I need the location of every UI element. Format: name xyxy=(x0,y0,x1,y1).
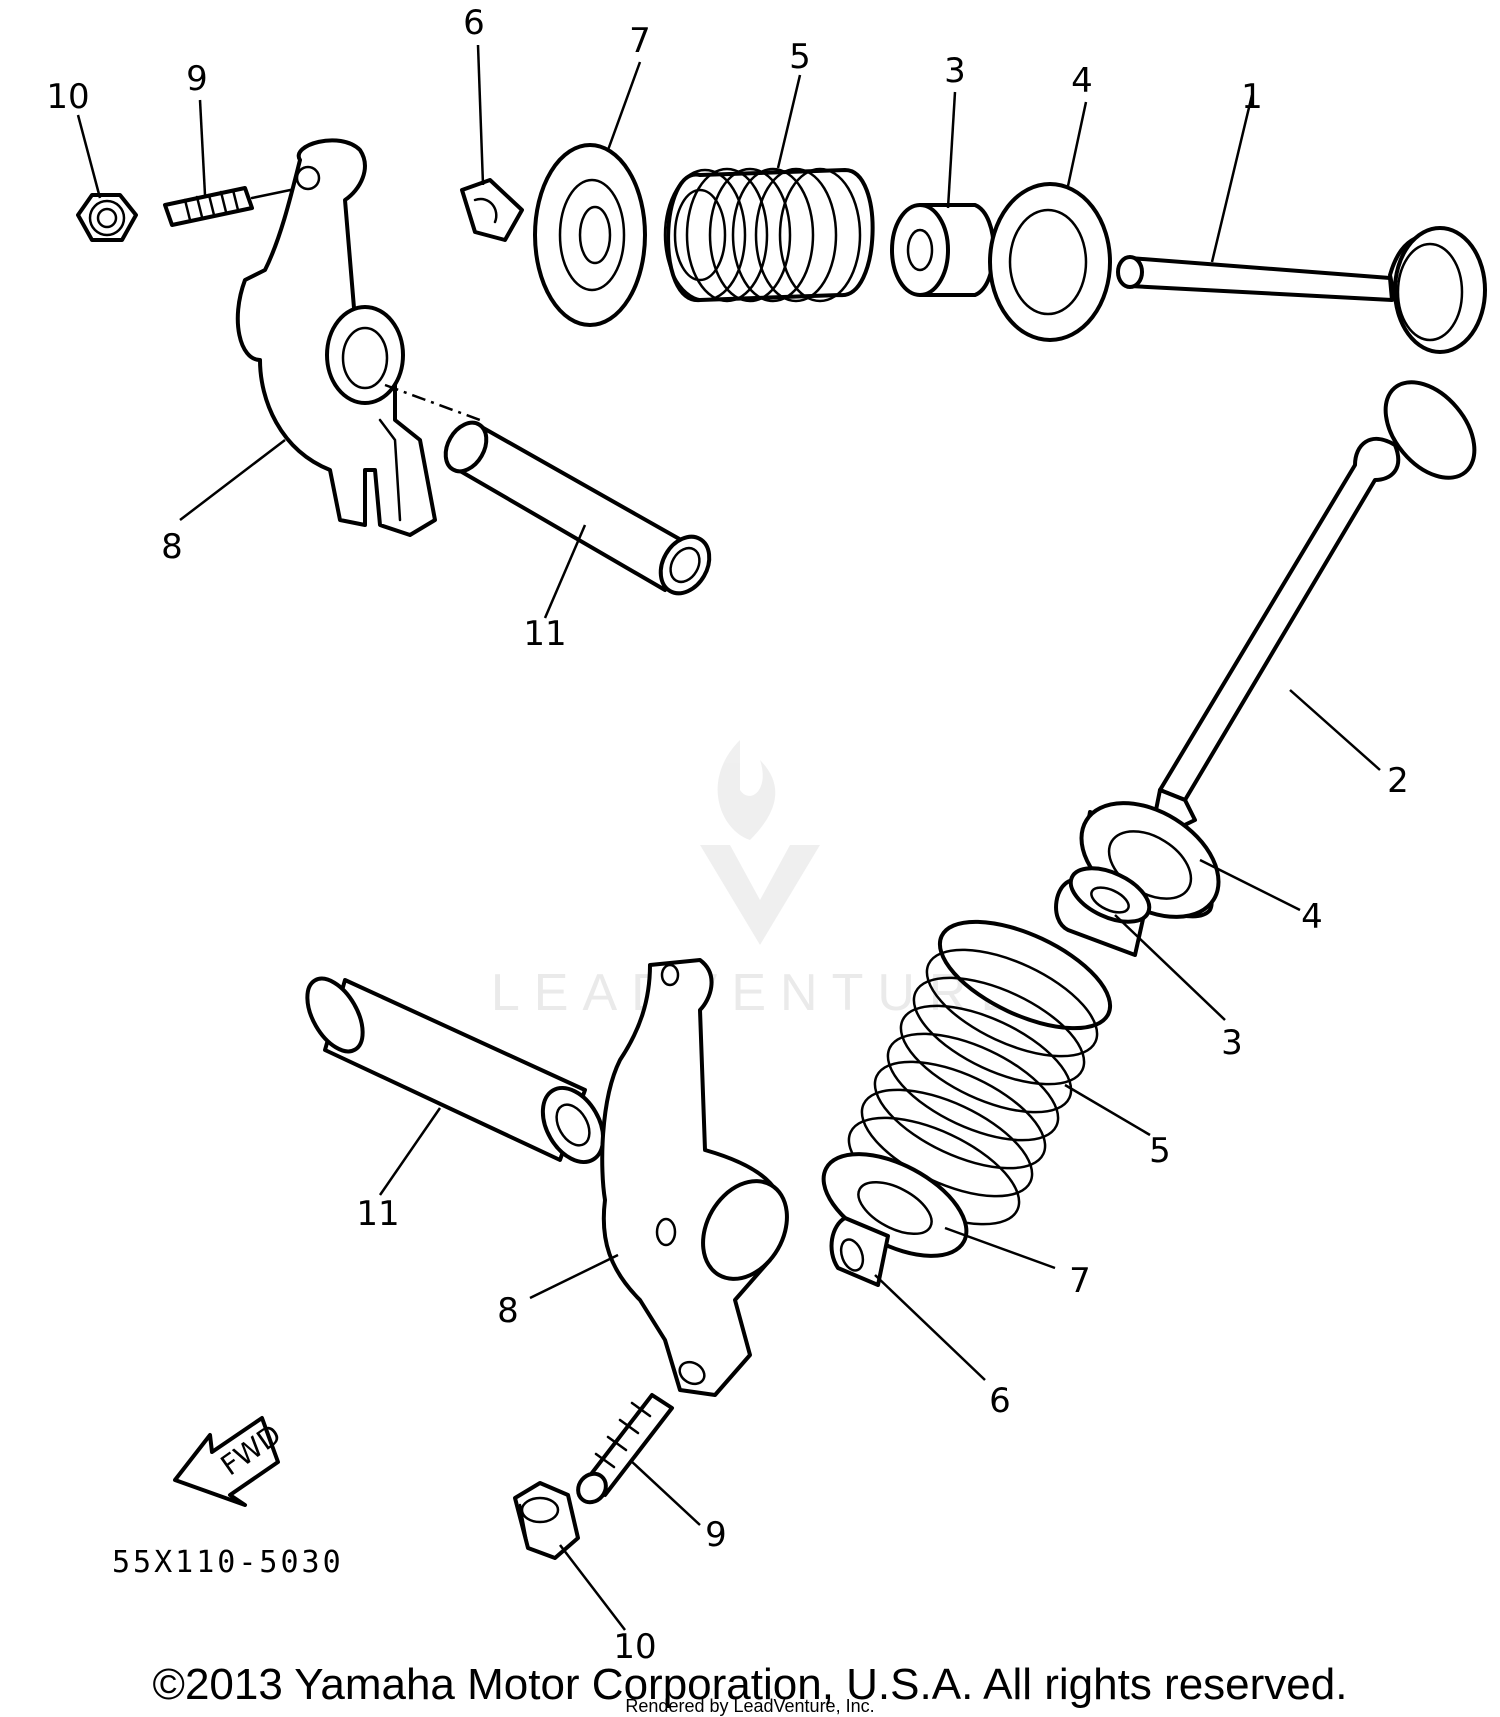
part-8-rocker-arm-top xyxy=(235,138,437,537)
callout-4-lower: 4 xyxy=(1301,897,1323,937)
part-6-valve-cotter-top xyxy=(460,178,524,242)
callout-9-top: 9 xyxy=(186,59,208,99)
part-11-rocker-shaft-lower xyxy=(305,976,606,1164)
callout-11-top: 11 xyxy=(523,614,566,654)
callouts: 10 9 6 7 5 3 4 1 8 11 2 4 3 5 7 6 11 8 9… xyxy=(46,3,1408,1667)
part-9-adjuster-screw-top xyxy=(163,186,302,227)
callout-5-top: 5 xyxy=(789,37,811,77)
part-2-exhaust-valve xyxy=(1153,380,1477,834)
leader-lines xyxy=(76,44,1381,1631)
shaft-centerline-top xyxy=(384,383,481,422)
callout-3-lower: 3 xyxy=(1221,1023,1243,1063)
part-9-adjuster-screw-lower xyxy=(576,1393,674,1505)
callout-10-top: 10 xyxy=(46,77,89,117)
callout-8-top: 8 xyxy=(161,527,183,567)
part-7-spring-retainer-top xyxy=(533,143,647,327)
callout-3-top: 3 xyxy=(944,51,966,91)
rendered-by-notice: Rendered by LeadVenture, Inc. xyxy=(625,1696,875,1716)
part-5-valve-spring-top xyxy=(663,167,875,303)
callout-9-lower: 9 xyxy=(705,1515,727,1555)
watermark-text: LEADVENTURE xyxy=(491,964,1029,1022)
callout-5-lower: 5 xyxy=(1149,1131,1171,1171)
callout-7-top: 7 xyxy=(629,21,651,61)
fwd-arrow-icon: FWD xyxy=(173,1416,287,1507)
part-11-rocker-shaft-top xyxy=(443,420,712,596)
part-3-stem-seal-top xyxy=(890,203,996,297)
callout-10-lower: 10 xyxy=(613,1627,656,1667)
part-10-nut-lower xyxy=(513,1481,580,1560)
part-6-valve-cotter-lower xyxy=(829,1216,890,1287)
part-5-valve-spring-lower xyxy=(847,919,1113,1226)
part-4-spring-seat-top xyxy=(988,182,1112,342)
part-1-intake-valve xyxy=(1116,226,1487,354)
callout-1: 1 xyxy=(1241,77,1263,117)
callout-4-top: 4 xyxy=(1071,61,1093,101)
callout-7-lower: 7 xyxy=(1069,1261,1091,1301)
part-8-rocker-arm-lower xyxy=(600,958,789,1397)
part-10-nut-top xyxy=(76,193,138,242)
callout-6-lower: 6 xyxy=(989,1381,1011,1421)
callout-11-lower: 11 xyxy=(356,1194,399,1234)
leadventure-watermark: LEADVENTURE xyxy=(491,740,1029,1022)
callout-8-lower: 8 xyxy=(497,1291,519,1331)
callout-2: 2 xyxy=(1387,761,1409,801)
callout-6-top: 6 xyxy=(463,3,485,43)
part-code: 55X110-5030 xyxy=(112,1545,344,1580)
part-3-stem-seal-lower xyxy=(1054,866,1152,957)
copyright-notice: ©2013 Yamaha Motor Corporation, U.S.A. A… xyxy=(152,1660,1348,1709)
